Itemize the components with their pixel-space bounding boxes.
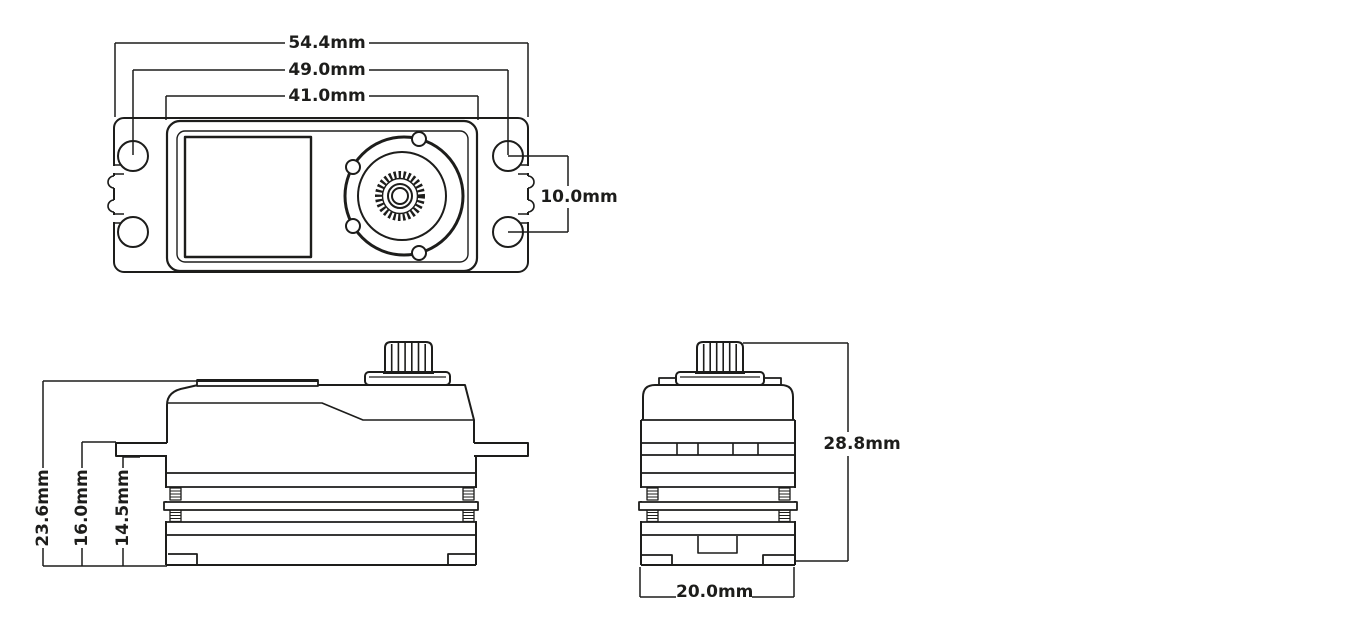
output-spline-front: [696, 341, 744, 374]
output-gear-assembly: [343, 131, 465, 261]
dim-label-overall-height: 23.6mm: [33, 468, 53, 548]
spline-gear: [375, 171, 425, 221]
bottom-center-notch: [697, 536, 738, 554]
case-body-front: [640, 420, 796, 566]
feet-notches-front: [641, 554, 795, 565]
case-seam-line: [167, 402, 474, 421]
left-tab-slots: [107, 164, 124, 224]
top-view: [107, 42, 569, 273]
front-view: [638, 341, 849, 598]
flange-row-cells: [676, 443, 759, 455]
middle-plate-side: [163, 501, 479, 511]
dim-label-hole-pitch: 10.0mm: [539, 187, 619, 207]
feet-notches-side: [168, 553, 476, 565]
dim-label-total-height: 28.8mm: [822, 434, 902, 454]
dim-label-flange-bottom-height: 14.5mm: [113, 468, 133, 548]
dome-case-front: [642, 384, 794, 420]
dim-label-body-width: 41.0mm: [287, 86, 367, 106]
side-view: [42, 341, 529, 567]
mount-tabs-side: [115, 442, 529, 457]
output-spline-side: [384, 341, 433, 374]
dim-label-case-width: 20.0mm: [676, 582, 754, 602]
front-view-dimension-lines: [639, 342, 849, 598]
dim-label-flange-top-height: 16.0mm: [72, 468, 92, 548]
middle-plate-front: [638, 501, 798, 511]
gear-cover-window: [183, 135, 313, 259]
upper-housing-side: [166, 384, 475, 443]
right-tab-slots: [518, 164, 535, 224]
dim-label-overall-width: 54.4mm: [287, 33, 367, 53]
top-view-dimension-lines: [114, 42, 569, 233]
dim-label-hole-span: 49.0mm: [287, 60, 367, 80]
servo-body-inner-edge: [176, 130, 469, 263]
